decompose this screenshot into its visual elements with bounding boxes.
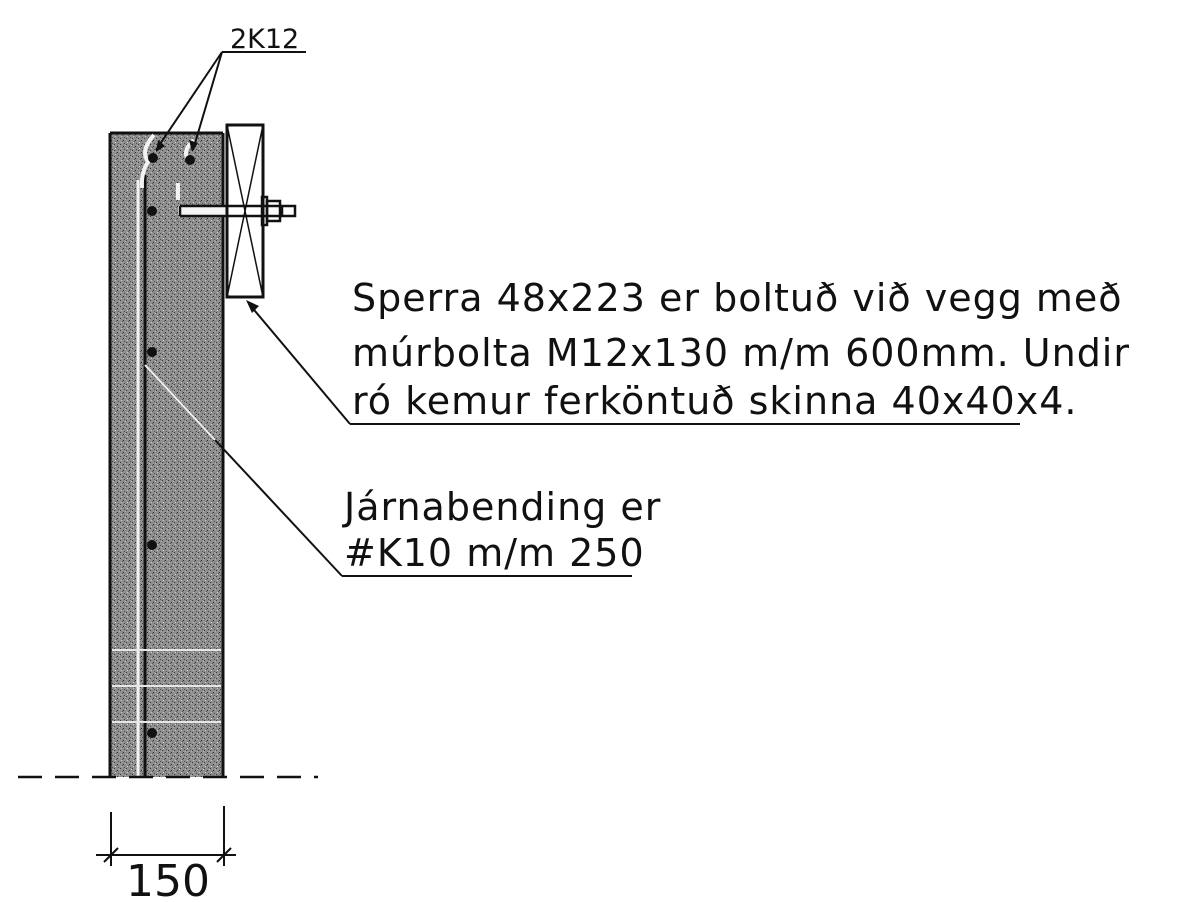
rafter-section xyxy=(225,123,265,299)
wall-thickness-dimension: 150 xyxy=(96,806,236,902)
reinforcement-note-line-2: #K10 m/m 250 xyxy=(344,531,645,575)
rafter-bolt-note: Sperra 48x223 er boltuð við vegg með múr… xyxy=(246,276,1130,425)
rebar-dot xyxy=(147,540,157,550)
dimension-label: 150 xyxy=(126,856,210,902)
rebar-dot xyxy=(147,347,157,357)
rebar-hook-left xyxy=(139,133,156,189)
rafter-note-line-1: Sperra 48x223 er boltuð við vegg með xyxy=(352,276,1123,320)
rebar-dot xyxy=(148,153,158,163)
concrete-wall xyxy=(108,131,225,777)
rebar-dot xyxy=(185,155,195,165)
rafter-note-line-3: ró kemur ferköntuð skinna 40x40x4. xyxy=(352,379,1077,423)
concrete-section-fill xyxy=(110,133,223,777)
rebar-dot xyxy=(147,728,157,738)
rebar-dot xyxy=(147,206,157,216)
rafter-note-leader xyxy=(249,304,351,425)
reinforcement-note: Járnabending er #K10 m/m 250 xyxy=(144,364,661,577)
reinforcement-bars xyxy=(139,133,196,738)
rebar-tag-label: 2K12 xyxy=(230,24,299,55)
reinforcement-note-line-1: Járnabending er xyxy=(342,485,661,529)
bolt-nut xyxy=(265,199,282,223)
rebar-tag-callout: 2K12 xyxy=(155,24,306,152)
rafter-note-line-2: múrbolta M12x130 m/m 600mm. Undir xyxy=(352,331,1130,375)
